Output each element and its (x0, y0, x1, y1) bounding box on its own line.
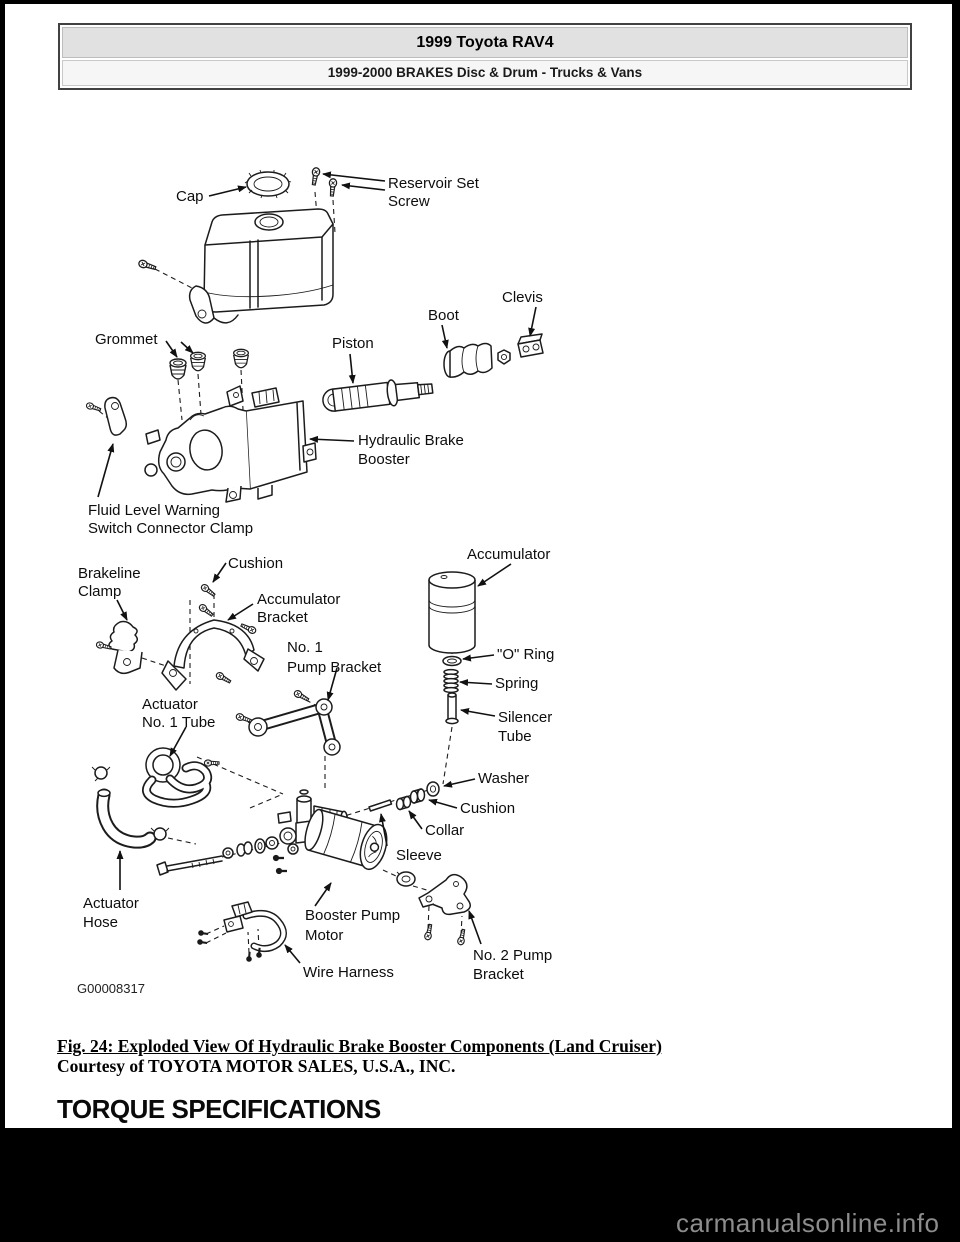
label-spring: Spring (495, 675, 538, 692)
label-silencer-tube-2: Tube (498, 728, 532, 745)
watermark-text: carmanualsonline.info (676, 1208, 940, 1238)
boot (443, 342, 493, 378)
spring (443, 668, 459, 694)
accumulator-bracket (161, 619, 265, 691)
label-brakeline-clamp-2: Clamp (78, 583, 121, 600)
label-collar: Collar (425, 822, 464, 839)
frame-top (0, 0, 960, 4)
label-cap: Cap (176, 188, 204, 205)
label-fluid-level-2: Switch Connector Clamp (88, 520, 253, 537)
motor-mount-grommet (396, 871, 416, 887)
reservoir-tank (203, 208, 334, 313)
brakeline-clamp (95, 620, 143, 675)
frame-right (952, 0, 960, 1242)
label-actuator-no1-tube-1: Actuator (142, 696, 198, 713)
label-cushion-upper: Cushion (228, 555, 283, 572)
label-o-ring: "O" Ring (497, 646, 554, 663)
actuator-hose (91, 766, 170, 849)
grommets (169, 348, 250, 380)
piston (322, 379, 434, 412)
label-actuator-no1-tube-2: No. 1 Tube (142, 714, 215, 731)
label-reservoir-set-screw-1: Reservoir Set (388, 175, 480, 192)
label-silencer-tube-1: Silencer (498, 709, 552, 726)
actuator-no1-tube (142, 747, 220, 808)
label-accumulator: Accumulator (467, 546, 550, 563)
label-no2-pump-bracket-2: Bracket (473, 966, 525, 983)
figure-code: G00008317 (77, 981, 145, 996)
label-sleeve: Sleeve (396, 847, 442, 864)
reservoir-cap (244, 169, 292, 199)
booster-pump-motor (271, 789, 388, 876)
label-washer: Washer (478, 770, 529, 787)
label-accumulator-bracket-1: Accumulator (257, 591, 340, 608)
frame-left (0, 0, 5, 1242)
label-actuator-hose-1: Actuator (83, 895, 139, 912)
fluid-level-switch-clamp (85, 396, 128, 436)
reservoir-bracket (137, 258, 239, 324)
exploded-diagram: Cap Reservoir Set Screw Grommet Piston B… (77, 166, 554, 996)
figure-caption: Fig. 24: Exploded View Of Hydraulic Brak… (57, 1036, 662, 1056)
no2-pump-bracket (418, 873, 471, 946)
label-grommet: Grommet (95, 331, 158, 348)
label-brakeline-clamp-1: Brakeline (78, 565, 141, 582)
label-booster-pump-motor-2: Motor (305, 927, 343, 944)
label-piston: Piston (332, 335, 374, 352)
label-no2-pump-bracket-1: No. 2 Pump (473, 947, 552, 964)
wire-harness (195, 901, 287, 964)
no1-pump-bracket (234, 688, 341, 756)
mount-bolt-and-bushings (156, 836, 279, 876)
silencer-tube (445, 692, 459, 725)
washer-part (426, 781, 440, 797)
cushion-lower (409, 788, 426, 804)
page-header: 1999 Toyota RAV4 1999-2000 BRAKES Disc &… (58, 23, 912, 90)
label-accumulator-bracket-2: Bracket (257, 609, 309, 626)
piston-nut (497, 349, 511, 365)
figure-courtesy: Courtesy of TOYOTA MOTOR SALES, U.S.A., … (57, 1056, 456, 1076)
collar (395, 795, 412, 811)
diagram-labels: Cap Reservoir Set Screw Grommet Piston B… (77, 175, 554, 996)
label-hydraulic-brake-booster-1: Hydraulic Brake (358, 432, 464, 449)
label-fluid-level-1: Fluid Level Warning (88, 502, 220, 519)
clevis (517, 333, 544, 358)
label-no1-pump-bracket-1: No. 1 (287, 639, 323, 656)
sleeve (368, 799, 393, 812)
page-title: 1999 Toyota RAV4 (62, 27, 908, 58)
accumulator (428, 571, 476, 654)
label-reservoir-set-screw-2: Screw (388, 193, 430, 210)
label-clevis: Clevis (502, 289, 543, 306)
label-actuator-hose-2: Hose (83, 914, 118, 931)
hydraulic-brake-booster (144, 385, 317, 503)
page-subtitle: 1999-2000 BRAKES Disc & Drum - Trucks & … (62, 60, 908, 86)
frame-bottom (0, 1128, 960, 1242)
label-hydraulic-brake-booster-2: Booster (358, 451, 410, 468)
label-boot: Boot (428, 307, 460, 324)
o-ring (442, 655, 462, 667)
label-cushion-lower: Cushion (460, 800, 515, 817)
label-wire-harness: Wire Harness (303, 964, 394, 981)
callout-arrows (97, 171, 537, 964)
label-booster-pump-motor-1: Booster Pump (305, 907, 400, 924)
reservoir-set-screws (309, 166, 338, 197)
section-heading: TORQUE SPECIFICATIONS (57, 1094, 381, 1124)
label-no1-pump-bracket-2: Pump Bracket (287, 659, 382, 676)
